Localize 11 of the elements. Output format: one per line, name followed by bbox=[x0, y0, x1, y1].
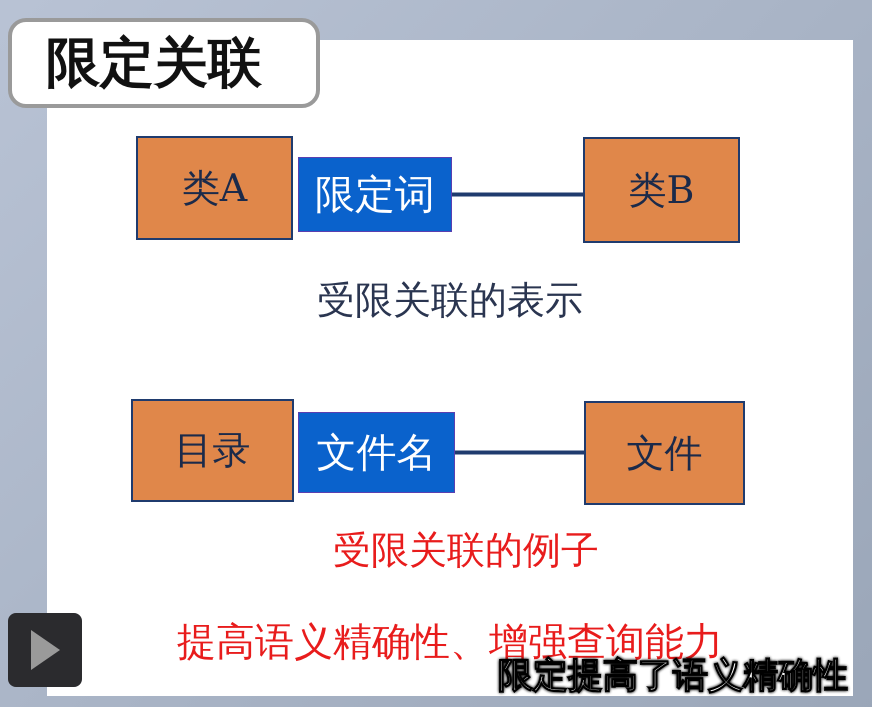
connector-line bbox=[455, 450, 584, 454]
class-box: 目录 bbox=[131, 399, 294, 502]
caption-text: 受限关联的例子 bbox=[333, 527, 599, 574]
qualifier-box: 限定词 bbox=[298, 157, 452, 232]
caption-text: 受限关联的表示 bbox=[317, 277, 583, 324]
class-box: 类A bbox=[136, 136, 293, 240]
title-box: 限定关联 bbox=[8, 18, 320, 108]
qualifier-box: 文件名 bbox=[298, 412, 455, 493]
class-box: 类B bbox=[583, 137, 740, 243]
connector-line bbox=[452, 192, 583, 196]
class-box: 文件 bbox=[584, 401, 745, 505]
